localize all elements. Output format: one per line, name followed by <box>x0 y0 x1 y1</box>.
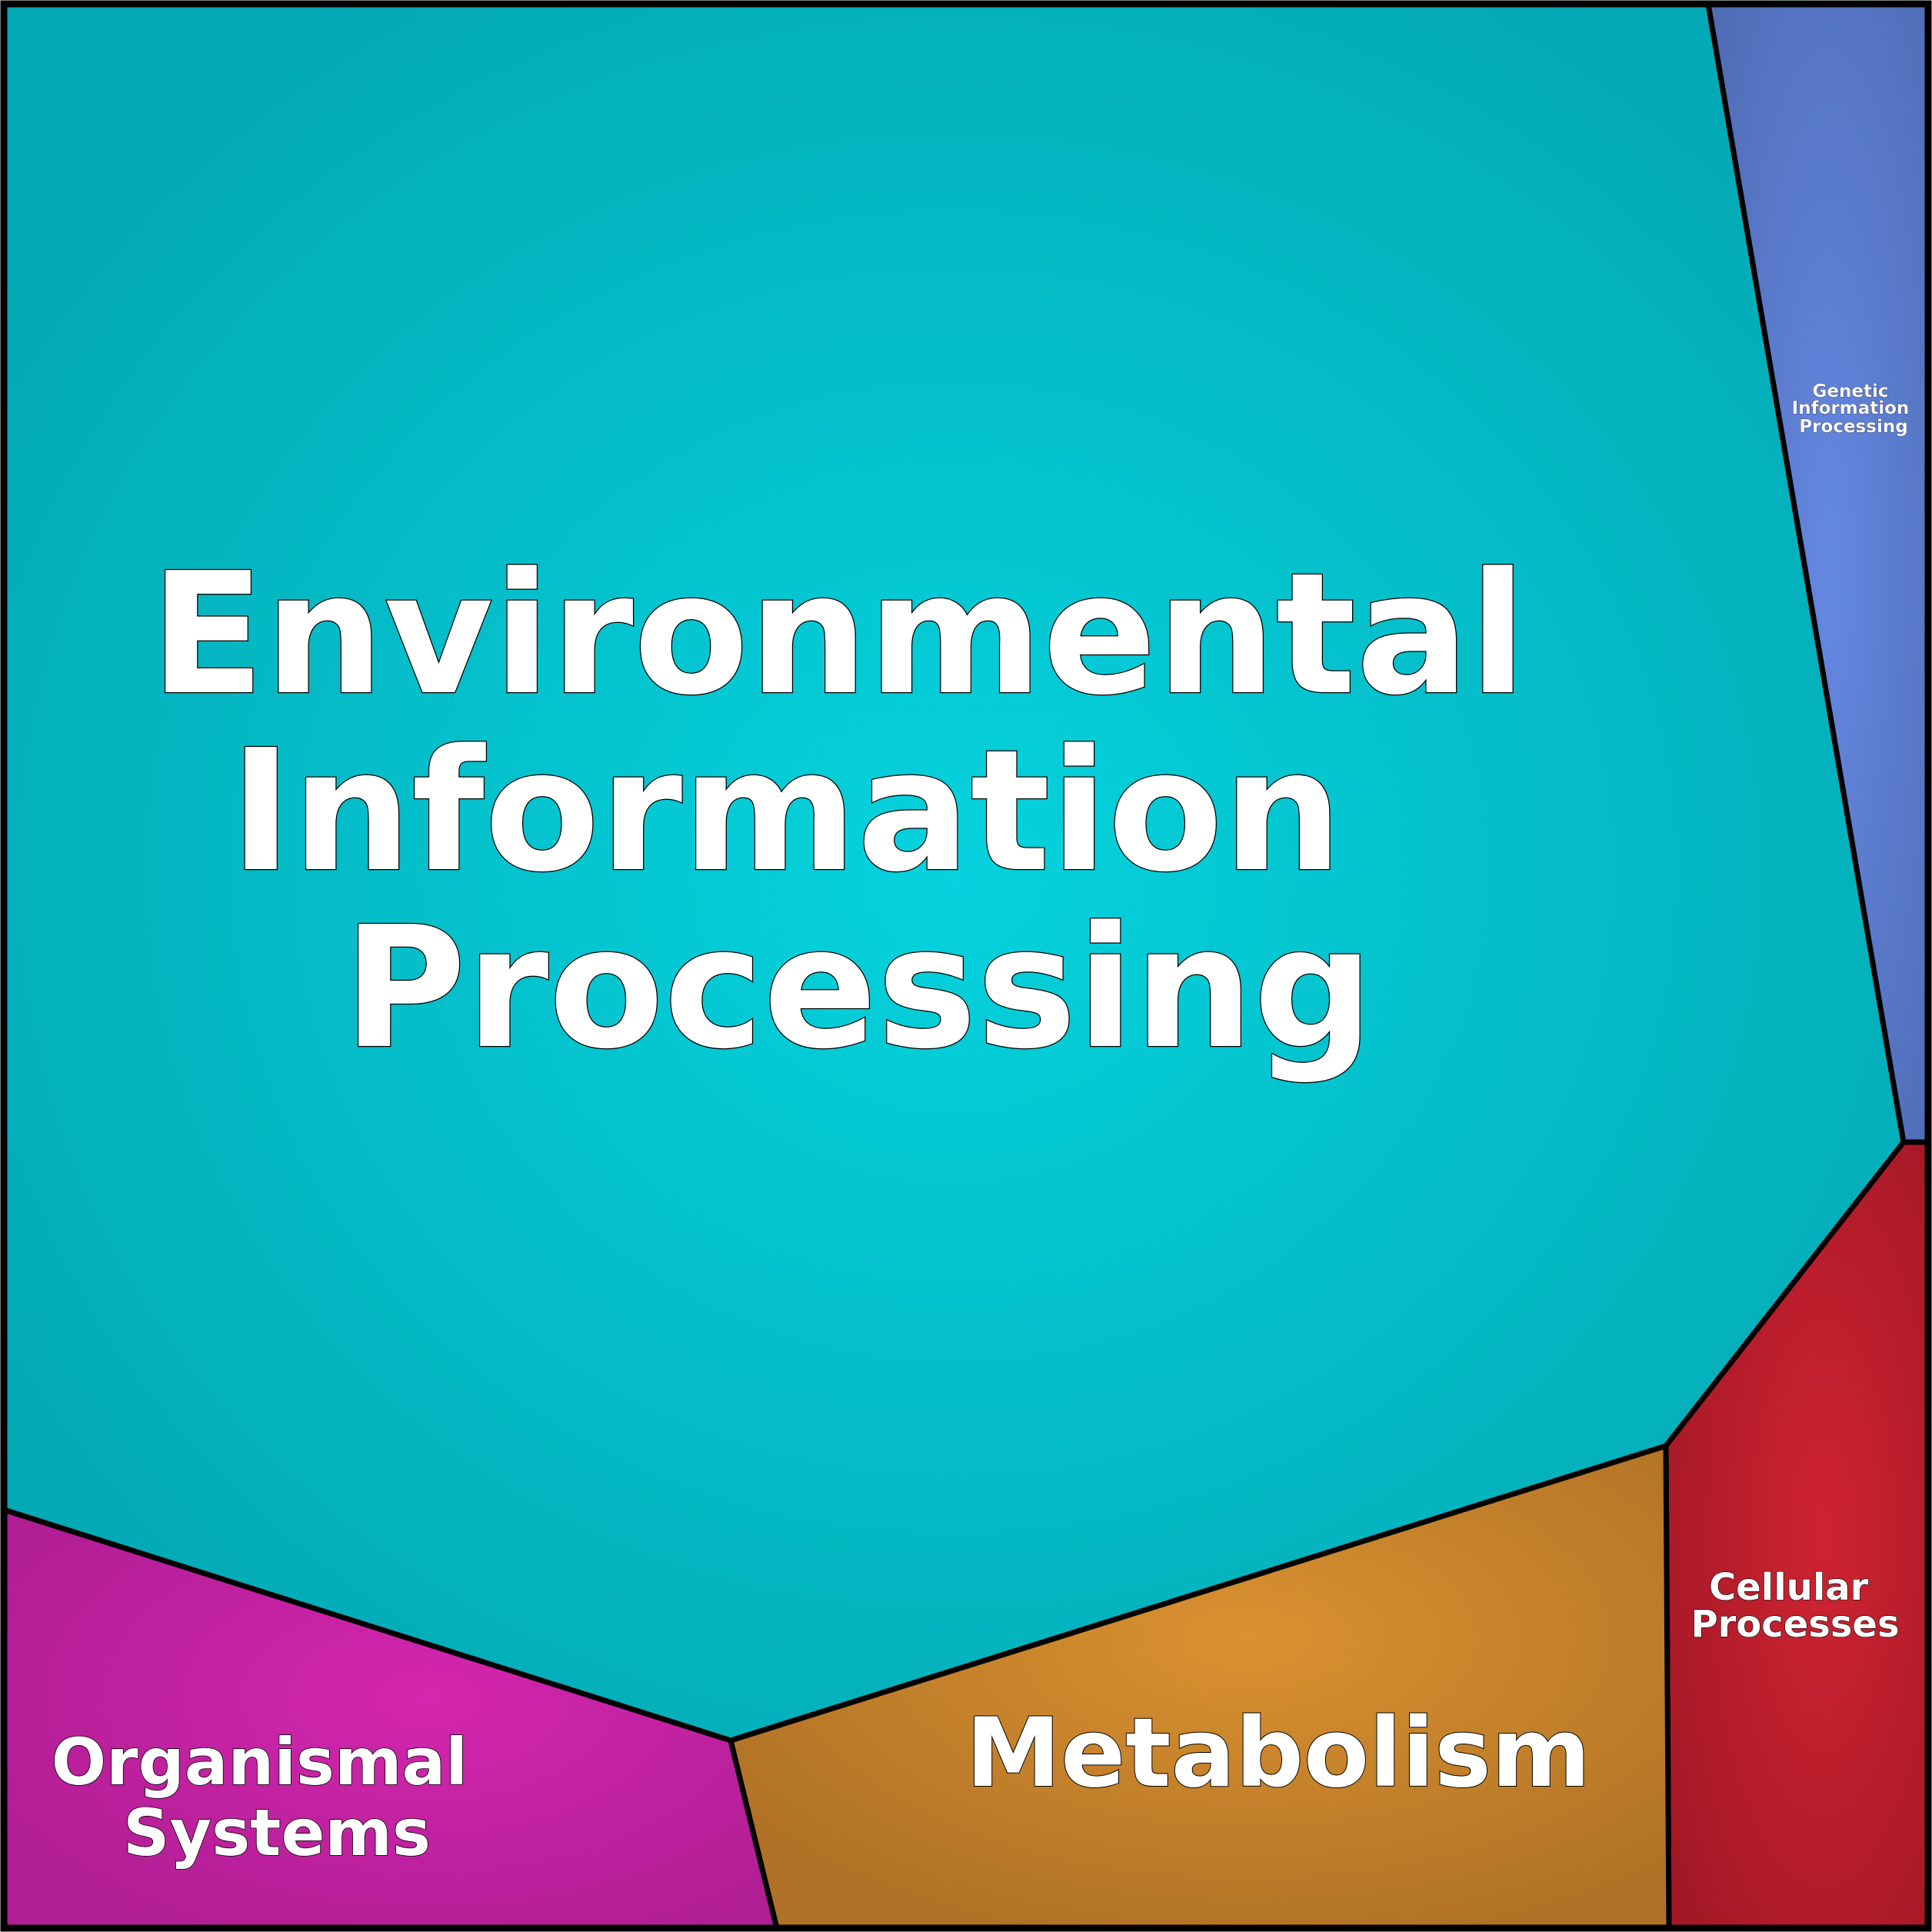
label-line: Metabolism <box>966 1698 1591 1809</box>
label-line: Environmental <box>150 538 1527 732</box>
label-line: Processes <box>1690 1603 1899 1646</box>
label-line: Cellular <box>1709 1566 1869 1609</box>
label-line: Systems <box>123 1795 431 1870</box>
label-metabolism: Metabolism <box>966 1698 1591 1809</box>
label-line: Organismal <box>52 1724 468 1800</box>
label-line: Processing <box>1799 417 1907 437</box>
label-organismal-systems: Organismal Systems <box>52 1724 491 1870</box>
label-environmental-information-processing: Environmental Information Processing <box>150 538 1585 1086</box>
label-line: Processing <box>343 891 1374 1086</box>
label-line: Information <box>230 715 1343 909</box>
label-line: Information <box>1792 398 1910 418</box>
label-genetic-information-processing: Genetic Information Processing <box>1792 381 1916 437</box>
label-line: Genetic <box>1813 381 1889 401</box>
label-cellular-processes: Cellular Processes <box>1690 1566 1899 1646</box>
